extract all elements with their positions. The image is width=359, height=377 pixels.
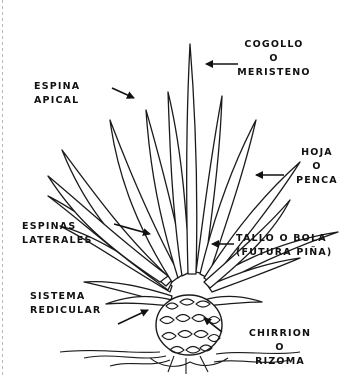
label-chirrion-line2: O bbox=[232, 341, 328, 355]
label-espinas-laterales-line1: ESPINAS bbox=[22, 220, 93, 234]
label-chirrion-line1: CHIRRION bbox=[232, 327, 328, 341]
label-espinas-laterales: ESPINAS LATERALES bbox=[22, 220, 93, 248]
label-chirrion-line3: RIZOMA bbox=[232, 355, 328, 369]
label-hoja-line2: O bbox=[290, 160, 344, 174]
label-tallo-line1: TALLO O BOLA bbox=[236, 232, 332, 246]
label-sistema-line1: SISTEMA bbox=[30, 290, 101, 304]
label-cogollo: COGOLLO O MERISTENO bbox=[226, 38, 322, 80]
arrow-sistema bbox=[118, 310, 148, 324]
label-tallo: TALLO O BOLA (FUTURA PIÑA) bbox=[236, 232, 332, 260]
arrow-espina-apical bbox=[112, 88, 134, 98]
label-espinas-laterales-line2: LATERALES bbox=[22, 234, 93, 248]
label-sistema-redicular: SISTEMA REDICULAR bbox=[30, 290, 101, 318]
label-chirrion: CHIRRION O RIZOMA bbox=[232, 327, 328, 369]
label-hoja-line1: HOJA bbox=[290, 146, 344, 160]
label-tallo-line2: (FUTURA PIÑA) bbox=[236, 246, 332, 260]
label-espina-apical-line2: APICAL bbox=[34, 94, 80, 108]
label-hoja: HOJA O PENCA bbox=[290, 146, 344, 188]
label-cogollo-line3: MERISTENO bbox=[226, 66, 322, 80]
label-espina-apical: ESPINA APICAL bbox=[34, 80, 80, 108]
label-espina-apical-line1: ESPINA bbox=[34, 80, 80, 94]
label-cogollo-line2: O bbox=[226, 52, 322, 66]
label-sistema-line2: REDICULAR bbox=[30, 304, 101, 318]
label-hoja-line3: PENCA bbox=[290, 174, 344, 188]
label-cogollo-line1: COGOLLO bbox=[226, 38, 322, 52]
